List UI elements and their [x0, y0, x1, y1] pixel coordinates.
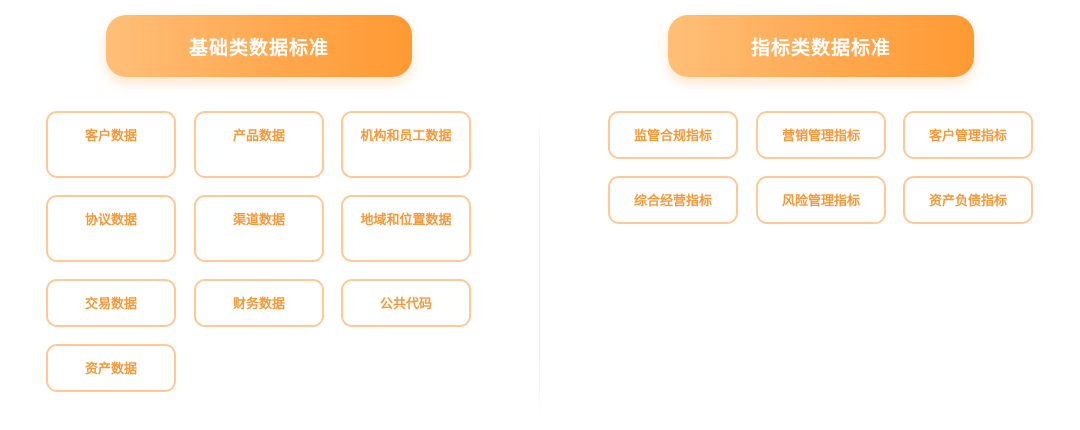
item-region-location-data[interactable]: 地域和位置数据	[341, 195, 471, 262]
indicator-data-standards-title: 指标类数据标准	[668, 15, 974, 77]
item-marketing-management-indicator[interactable]: 营销管理指标	[756, 111, 886, 159]
item-common-code[interactable]: 公共代码	[341, 279, 471, 327]
item-product-data[interactable]: 产品数据	[194, 111, 324, 178]
item-business-operation-indicator[interactable]: 综合经营指标	[608, 176, 738, 224]
item-label: 地域和位置数据	[360, 213, 452, 228]
item-label: 客户管理指标	[928, 129, 1007, 144]
basic-data-standards-title: 基础类数据标准	[106, 15, 412, 77]
item-label: 营销管理指标	[781, 129, 860, 144]
item-label: 资产数据	[84, 362, 137, 377]
item-label: 产品数据	[232, 129, 285, 144]
panel-divider	[539, 110, 540, 420]
item-label: 资产负债指标	[928, 194, 1007, 209]
item-label: 财务数据	[232, 297, 285, 312]
item-transaction-data[interactable]: 交易数据	[46, 279, 176, 327]
item-customer-data[interactable]: 客户数据	[46, 111, 176, 178]
item-label: 综合经营指标	[633, 194, 712, 209]
item-finance-data[interactable]: 财务数据	[194, 279, 324, 327]
item-asset-liability-indicator[interactable]: 资产负债指标	[903, 176, 1033, 224]
item-asset-data[interactable]: 资产数据	[46, 344, 176, 392]
basic-data-standards-panel: 基础类数据标准 客户数据 产品数据 机构和员工数据 协议数据 渠道数据 地域和位…	[46, 15, 471, 392]
item-label: 客户数据	[84, 129, 137, 144]
item-label: 交易数据	[84, 297, 137, 312]
item-regulatory-compliance-indicator[interactable]: 监管合规指标	[608, 111, 738, 159]
item-label: 协议数据	[84, 213, 137, 228]
item-label: 公共代码	[379, 297, 432, 312]
item-customer-management-indicator[interactable]: 客户管理指标	[903, 111, 1033, 159]
item-channel-data[interactable]: 渠道数据	[194, 195, 324, 262]
item-label: 机构和员工数据	[360, 129, 452, 144]
item-label: 渠道数据	[232, 213, 285, 228]
item-risk-management-indicator[interactable]: 风险管理指标	[756, 176, 886, 224]
item-org-staff-data[interactable]: 机构和员工数据	[341, 111, 471, 178]
indicator-data-standards-panel: 指标类数据标准 监管合规指标 营销管理指标 客户管理指标 综合经营指标 风险管理…	[540, 0, 1080, 430]
item-agreement-data[interactable]: 协议数据	[46, 195, 176, 262]
item-label: 风险管理指标	[781, 194, 860, 209]
item-label: 监管合规指标	[633, 129, 712, 144]
